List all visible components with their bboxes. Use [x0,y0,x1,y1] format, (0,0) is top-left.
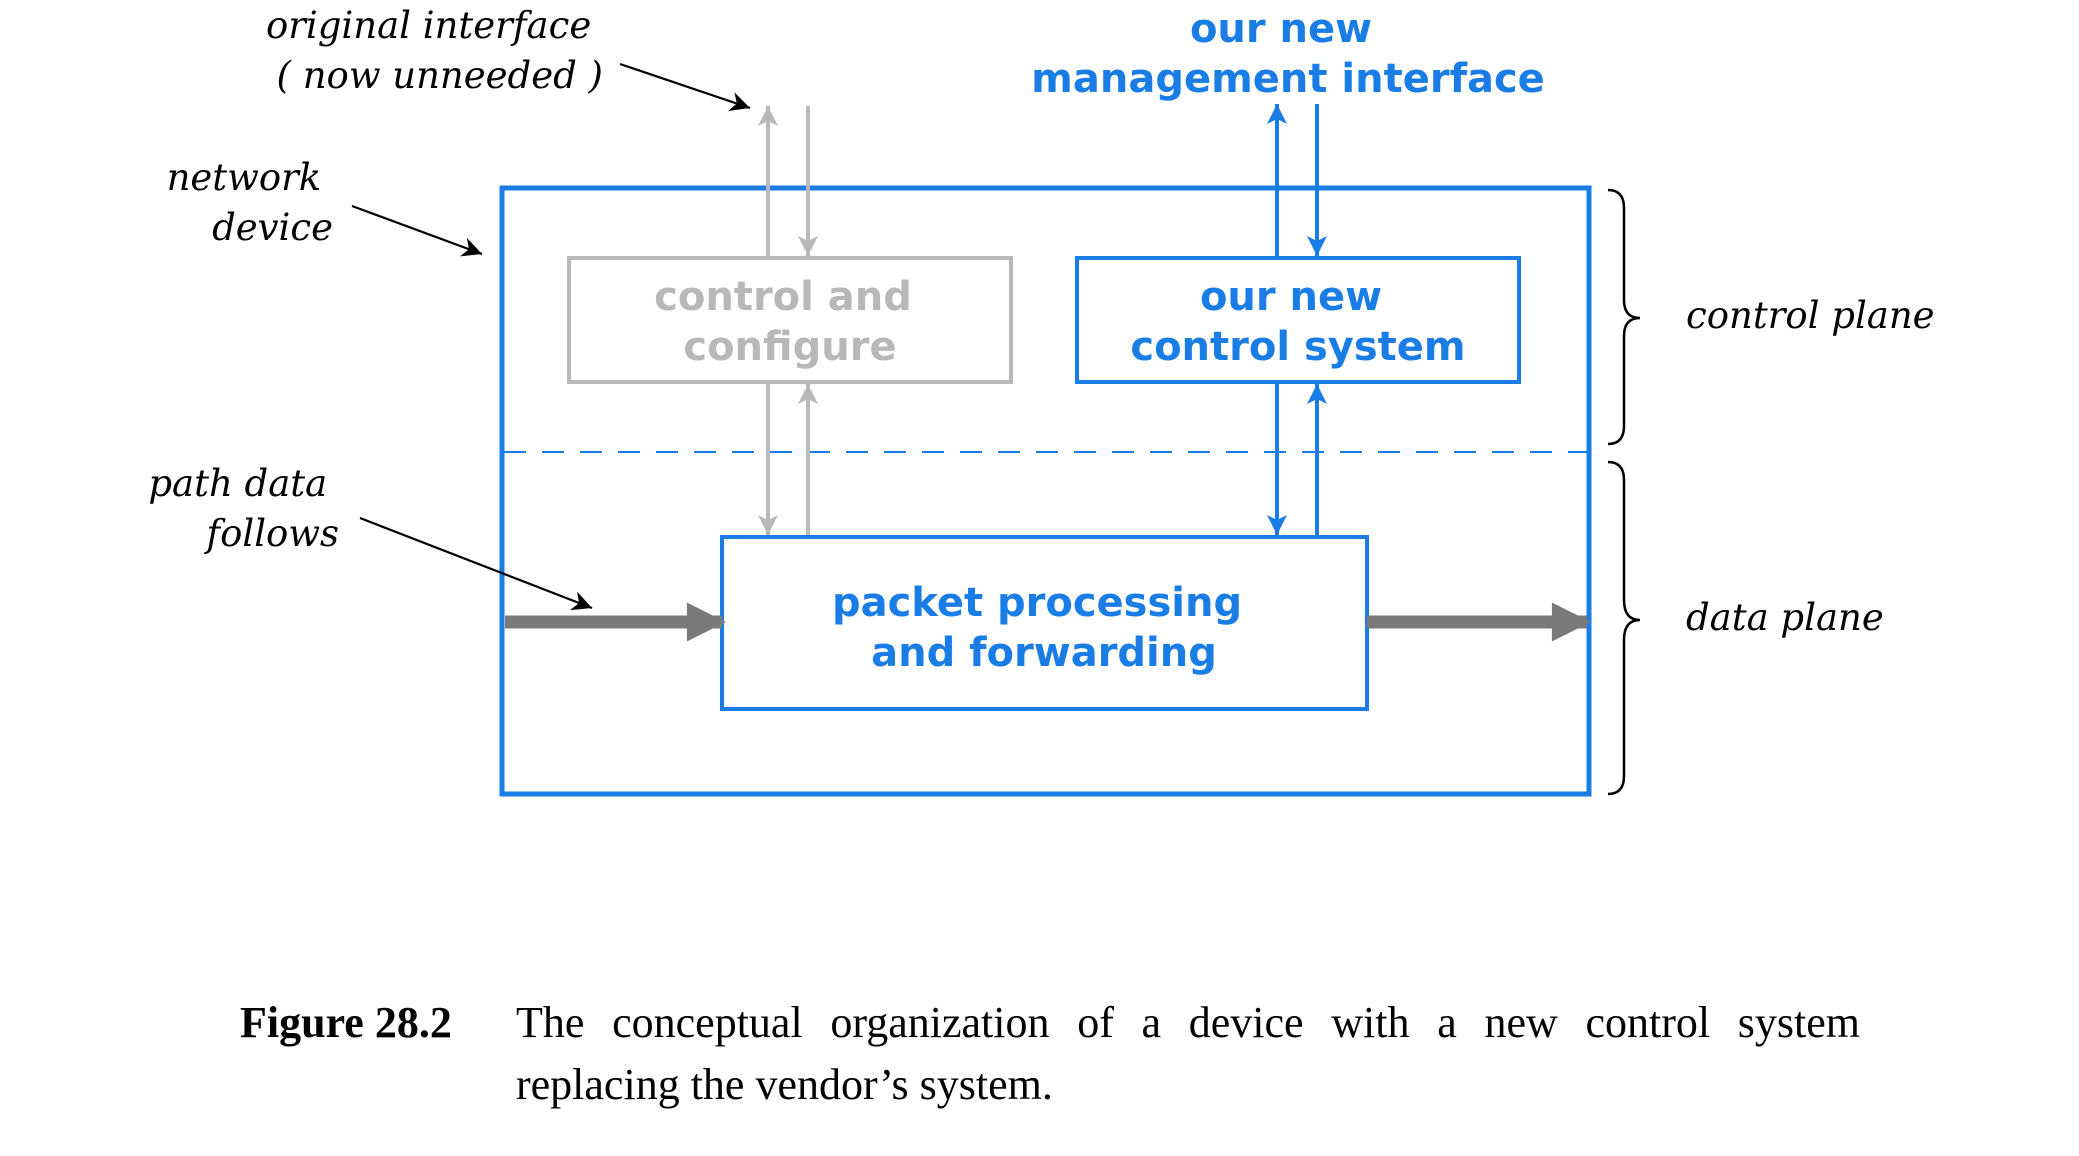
control-configure-label-1: control and [654,274,912,320]
data-plane-label: data plane [1686,596,1884,639]
figure-number: Figure 28.2 [240,998,452,1047]
svg-text:packet processing and forw: packet processing and forwarding [832,580,1256,676]
svg-text:control and configure: control and configure [654,274,926,370]
packet-processing-label-2: and forwarding [871,630,1217,676]
original-interface-label-1: original interface [266,4,591,47]
network-device-label-1: network [167,156,322,199]
svg-text:original interface ( now u: original interface ( now unneeded ) [266,4,603,97]
control-plane-brace [1607,188,1641,446]
control-configure-box [567,256,1013,384]
figure-caption-text: The conceptual organization of a device … [516,998,1860,1109]
new-control-system-label-1: our new [1200,274,1382,320]
svg-text:network device: network device [167,156,333,249]
management-interface-label-2: management interface [1031,56,1545,102]
packet-processing-label-1: packet processing [832,580,1242,626]
svg-text:our new management interfa: our new management interface [1031,6,1545,102]
figure-caption: Figure 28.2 The conceptual organization … [240,992,1860,1116]
data-plane-brace [1607,460,1641,796]
control-plane-label: control plane [1686,294,1935,337]
original-interface-label-2: ( now unneeded ) [277,54,603,97]
network-device-pointer [351,204,483,257]
new-control-system-box [1075,256,1521,384]
network-device-label-2: device [212,206,333,249]
control-configure-label-2: configure [683,324,896,370]
management-interface-label-1: our new [1190,6,1372,52]
path-data-pointer [359,516,593,611]
original-interface-pointer [619,62,751,112]
svg-text:our new control system: our new control system [1130,274,1465,370]
network-device-box [499,185,1592,797]
svg-text:path data follows: path data follows [148,462,339,555]
new-control-system-label-2: control system [1130,324,1465,370]
path-data-label-1: path data [148,462,327,505]
path-data-label-2: follows [203,512,339,555]
